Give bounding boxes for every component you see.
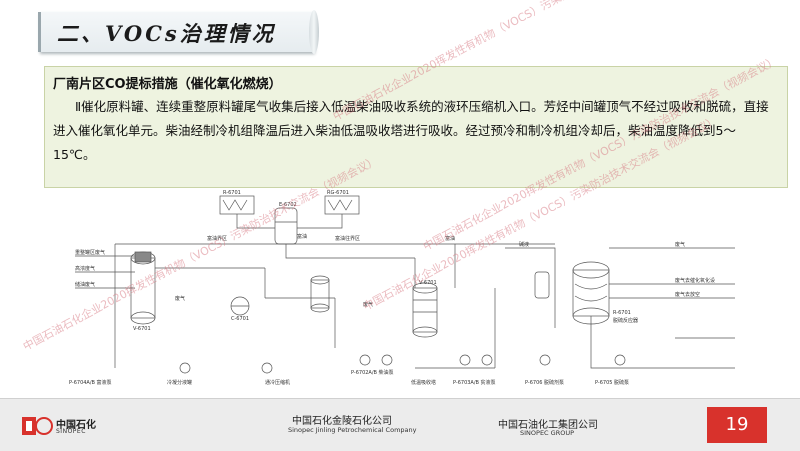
vessel-v-left	[130, 251, 156, 325]
label-exhaust2: 废气去催化氧化设	[675, 277, 715, 284]
section-subtitle: 厂南片区CO提标措施（催化氧化燃烧）	[53, 77, 282, 92]
tank-middle	[310, 275, 330, 313]
label-gas2: 高浓度气	[75, 265, 95, 272]
label-gas1: 重整罐区废气	[75, 249, 105, 256]
logo-english-name: SINOPEC	[56, 428, 86, 435]
company1-english: Sinopec Jinling Petrochemical Company	[288, 426, 417, 434]
section-paragraph: Ⅱ催化原料罐、连续重整原料罐尾气收集后接入低温柴油吸收系统的液环压缩机入口。芳烃…	[53, 99, 769, 162]
label-area-mid: 富油界区	[207, 235, 227, 242]
label-v-left: V-6701	[133, 326, 151, 332]
title-banner: 二、VOCs治理情况	[38, 10, 319, 54]
footer: 中国石化 SINOPEC 中国石化金陵石化公司 Sinopec Jinling …	[0, 398, 800, 451]
label-flow-b: 废气	[363, 301, 373, 308]
company2-english: SINOPEC GROUP	[520, 429, 574, 437]
label-e-a: E-6702	[279, 202, 297, 208]
label-area-top: 富油	[297, 233, 307, 240]
label-to-right: 碱液	[519, 241, 529, 248]
label-area-left: 富油往界区	[335, 235, 360, 242]
label-c-pump: C-6701	[231, 316, 249, 322]
label-gas3: 储油废气	[75, 281, 95, 288]
label-exhaust1: 废气	[675, 241, 685, 248]
company2-chinese: 中国石油化工集团公司	[498, 420, 598, 431]
company1-chinese: 中国石化金陵石化公司	[292, 416, 392, 427]
label-exhaust3: 废气去放空	[675, 291, 700, 298]
label-flow-a: 废气	[175, 295, 185, 302]
label-p-c: P-6705 脱硫泵	[595, 379, 629, 386]
tank-right-small	[534, 271, 550, 299]
label-r-b: RG-6701	[327, 190, 349, 196]
label-p-mid: P-6702A/B 柴油泵	[351, 369, 394, 376]
label-v-right: V-6701	[419, 280, 437, 286]
reactor-r-a	[219, 195, 255, 215]
label-rx-right2: 脱硫反应器	[613, 317, 638, 324]
content-box: 厂南片区CO提标措施（催化氧化燃烧） Ⅱ催化原料罐、连续重整原料罐尾气收集后接入…	[44, 66, 788, 188]
label-p-b: P-6703A/B 贫液泵	[453, 379, 496, 386]
label-r-a: R-6701	[223, 190, 241, 196]
page-number: 19	[707, 407, 767, 443]
sinopec-logo-icon	[22, 417, 53, 435]
label-p-cool: 冷凝分液罐	[167, 379, 192, 386]
label-p-d: P-6706 脱硫剂泵	[525, 379, 564, 386]
label-p-lowtemp: 通冷压缩机	[265, 379, 290, 386]
column-absorber	[412, 282, 438, 338]
pump-c	[230, 296, 250, 316]
label-rich-bottom: 富油	[445, 235, 455, 242]
process-flow-diagram: R-6701 RG-6701 E-6702 富油 富油界区 富油往界区 重整罐区…	[69, 190, 735, 386]
reactor-right	[572, 261, 610, 325]
label-rx-right: R-6701	[613, 310, 631, 316]
label-p-left: P-6704A/B 富液泵	[69, 379, 112, 386]
page-title: 二、VOCs治理情况	[57, 21, 276, 46]
label-p-abs: 低温吸收塔	[411, 379, 436, 386]
reactor-r-b	[324, 195, 360, 215]
logo-chinese-name: 中国石化	[56, 420, 96, 431]
